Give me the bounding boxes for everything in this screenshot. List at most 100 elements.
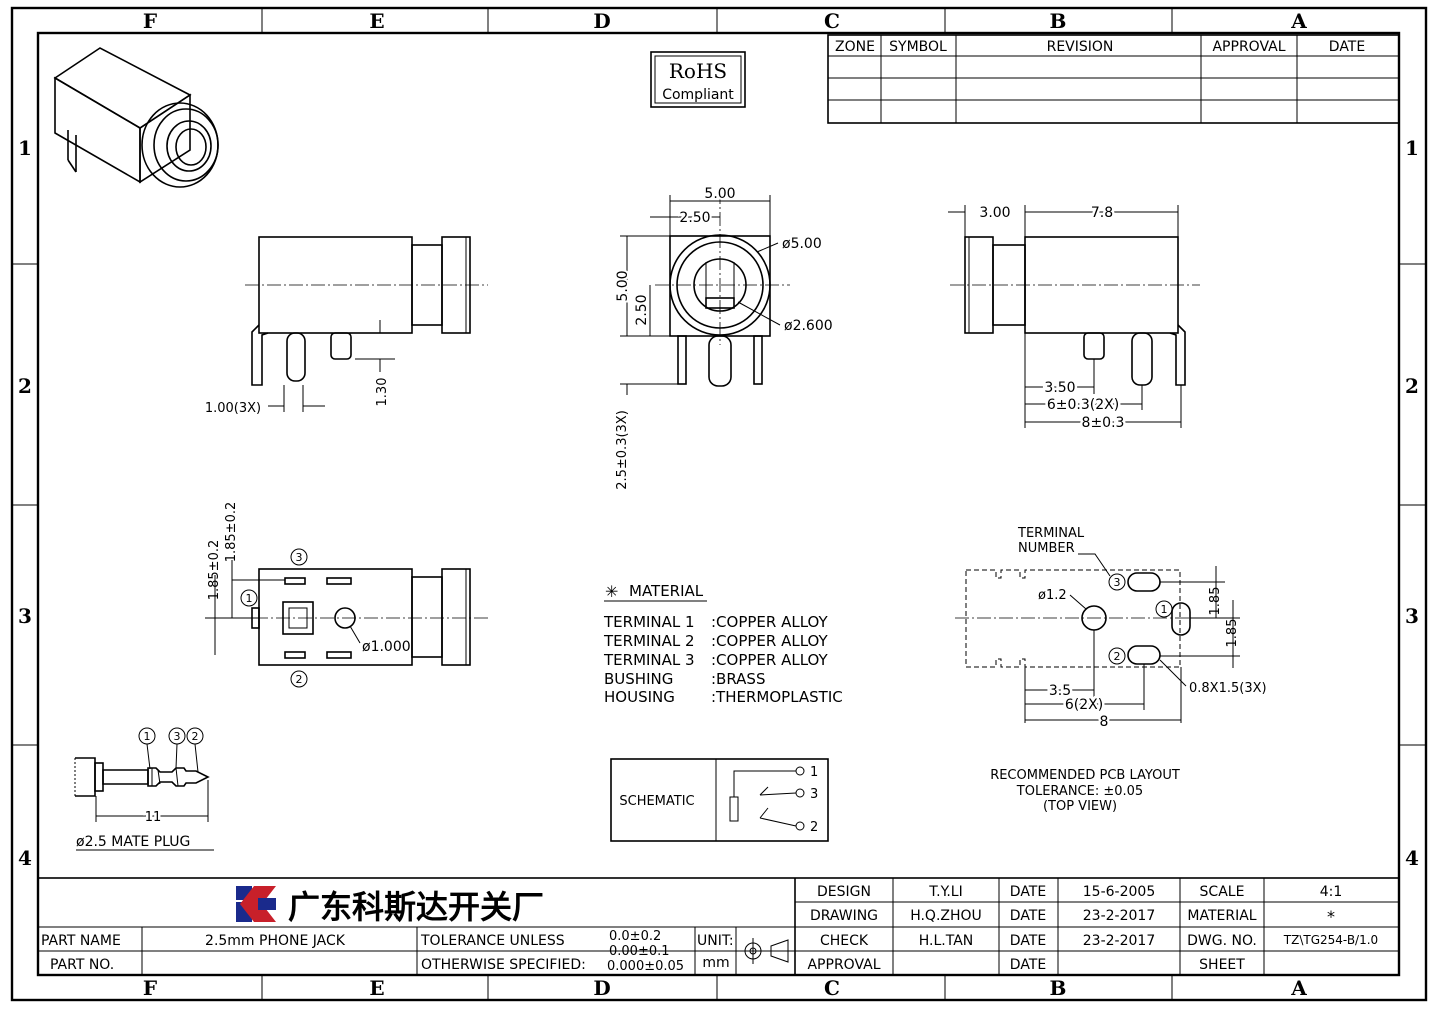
company-name: 广东科斯达开关厂 <box>288 888 544 926</box>
material-title: MATERIAL <box>629 582 704 600</box>
zone-row-3: 3 <box>18 604 32 628</box>
material-row-label: TERMINAL 3 <box>603 651 695 669</box>
zone-row-3-right: 3 <box>1405 604 1419 628</box>
dim-front-height: 5.00 <box>615 270 631 301</box>
dim-pcb-pitch-b: 6(2X) <box>1065 697 1103 713</box>
date-label: DATE <box>1010 957 1046 973</box>
front-view: 5.00 2.50 5.00 2.50 ø5.00 ø2.600 2.5±0.3… <box>613 184 833 490</box>
terminal-1-label: 1 <box>246 592 253 605</box>
side-view-right: 3.00 7.8 3.50 6±0.3(2X) 8±0.3 <box>948 203 1200 434</box>
date-label: DATE <box>1010 908 1046 924</box>
part-no-label: PART NO. <box>50 957 114 973</box>
dim-body-length: 7.8 <box>1091 205 1113 221</box>
pcb-terminal-2-label: 2 <box>1114 650 1121 663</box>
schematic-pin-1: 1 <box>810 765 818 780</box>
part-name-value: 2.5mm PHONE JACK <box>205 933 346 949</box>
plug-terminal-1-label: 1 <box>144 730 151 743</box>
material-row-label: HOUSING <box>604 688 675 706</box>
dim-bottom-offset-a: 1.85±0.2 <box>207 540 222 601</box>
zone-col-e: E <box>369 9 384 33</box>
dim-bottom-hole-diameter: ø1.000 <box>362 639 411 655</box>
dim-front-half-width: 2.50 <box>679 210 710 226</box>
zone-col-a: A <box>1290 9 1307 33</box>
tolerance-label-1: TOLERANCE UNLESS <box>420 933 565 949</box>
zone-col-c: C <box>824 9 840 33</box>
dim-pcb-pitch-a: 3.5 <box>1049 683 1071 699</box>
design-date: 15-6-2005 <box>1083 884 1155 900</box>
rev-header-approval: APPROVAL <box>1212 39 1285 55</box>
isometric-jack-illustration <box>53 47 219 188</box>
dim-pcb-span: 8 <box>1100 714 1109 730</box>
zone-col-c-bottom: C <box>824 976 840 1000</box>
design-label: DESIGN <box>817 884 871 900</box>
material-row-label: TERMINAL 2 <box>603 632 695 650</box>
zone-col-e-bottom: E <box>369 976 384 1000</box>
drawing-name: H.Q.ZHOU <box>910 908 982 924</box>
plug-caption: ø2.5 MATE PLUG <box>76 834 190 850</box>
dim-pcb-hole-diameter: ø1.2 <box>1038 588 1067 603</box>
zone-labels-right: 1 2 3 4 <box>1405 136 1419 870</box>
material-row-value: :COPPER ALLOY <box>711 632 829 650</box>
dim-front-inner-diameter: ø2.600 <box>784 318 833 334</box>
dim-terminal-pitch-b: 6±0.3(2X) <box>1047 397 1119 413</box>
dim-plug-length: 11 <box>145 810 162 825</box>
unit-value: mm <box>702 955 729 971</box>
plug-terminal-3-label: 3 <box>174 730 181 743</box>
scale-label: SCALE <box>1200 884 1245 900</box>
material-row-label: BUSHING <box>604 670 673 688</box>
material-asterisk: ✳ <box>605 582 618 601</box>
dim-bushing-length: 3.00 <box>979 205 1010 221</box>
schematic-pin-2: 2 <box>810 820 818 835</box>
zone-labels-top: F E D C B A <box>143 9 1307 33</box>
terminal-2-label: 2 <box>296 673 303 686</box>
zone-row-4-right: 4 <box>1405 846 1419 870</box>
zone-row-1-right: 1 <box>1405 136 1419 160</box>
material-row-value: :COPPER ALLOY <box>711 651 829 669</box>
terminal-1-marker <box>240 589 258 607</box>
plug-terminal-2-label: 2 <box>192 730 199 743</box>
part-name-label: PART NAME <box>41 933 121 949</box>
dim-pcb-offset-b: 1.85 <box>1225 619 1240 648</box>
date-label: DATE <box>1010 933 1046 949</box>
zone-col-d-bottom: D <box>593 976 610 1000</box>
pcb-terminal-number-label-1: TERMINAL <box>1017 526 1085 541</box>
dim-front-outer-diameter: ø5.00 <box>782 236 822 252</box>
pcb-terminal-number-label-2: NUMBER <box>1018 541 1075 556</box>
material-row-value: :BRASS <box>711 670 765 688</box>
third-angle-projection-icon <box>740 938 789 964</box>
check-date: 23-2-2017 <box>1083 933 1155 949</box>
rev-header-symbol: SYMBOL <box>889 39 947 55</box>
bottom-view: 3 1 2 1.85±0.2 1.85±0.2 ø1.000 <box>205 502 490 688</box>
approval-label: APPROVAL <box>807 957 880 973</box>
pcb-terminal-3-label: 3 <box>1114 576 1121 589</box>
title-block: 广东科斯达开关厂 PART NAME 2.5mm PHONE JACK PART… <box>37 877 1400 976</box>
side-view-left: 1.00(3X) 1.30 <box>205 236 488 416</box>
dim-bottom-offset-b: 1.85±0.2 <box>224 502 239 563</box>
tolerance-label-2: OTHERWISE SPECIFIED: <box>421 957 586 973</box>
tolerance-one-decimal: 0.0±0.2 <box>609 929 661 944</box>
unit-label: UNIT: <box>697 933 734 949</box>
dim-front-half-height: 2.50 <box>634 294 650 325</box>
zone-row-4: 4 <box>18 846 32 870</box>
pcb-caption-view: (TOP VIEW) <box>1043 799 1117 814</box>
drawing-date: 23-2-2017 <box>1083 908 1155 924</box>
rohs-subtitle: Compliant <box>662 87 734 103</box>
scale-value: 4:1 <box>1320 884 1343 900</box>
dim-pcb-offset-a: 1.85 <box>1208 587 1223 616</box>
material-row-value: :THERMOPLASTIC <box>711 688 843 706</box>
zone-col-b-bottom: B <box>1050 976 1067 1000</box>
pcb-caption-tolerance: TOLERANCE: ±0.05 <box>1016 784 1143 799</box>
tolerance-three-decimal: 0.000±0.05 <box>607 959 684 974</box>
dim-pcb-slot-size: 0.8X1.5(3X) <box>1189 681 1267 696</box>
rohs-title: RoHS <box>669 59 727 83</box>
material-label: MATERIAL <box>1187 908 1256 924</box>
rev-header-zone: ZONE <box>835 39 875 55</box>
dwg-no-label: DWG. NO. <box>1187 933 1257 949</box>
dwg-no-value: TZ\TG254-B/1.0 <box>1283 933 1378 947</box>
rev-header-revision: REVISION <box>1047 39 1114 55</box>
schematic-box: SCHEMATIC 1 3 2 <box>610 758 829 842</box>
rohs-stamp: RoHS Compliant <box>650 51 746 108</box>
check-label: CHECK <box>820 933 869 949</box>
zone-col-f-bottom: F <box>143 976 157 1000</box>
